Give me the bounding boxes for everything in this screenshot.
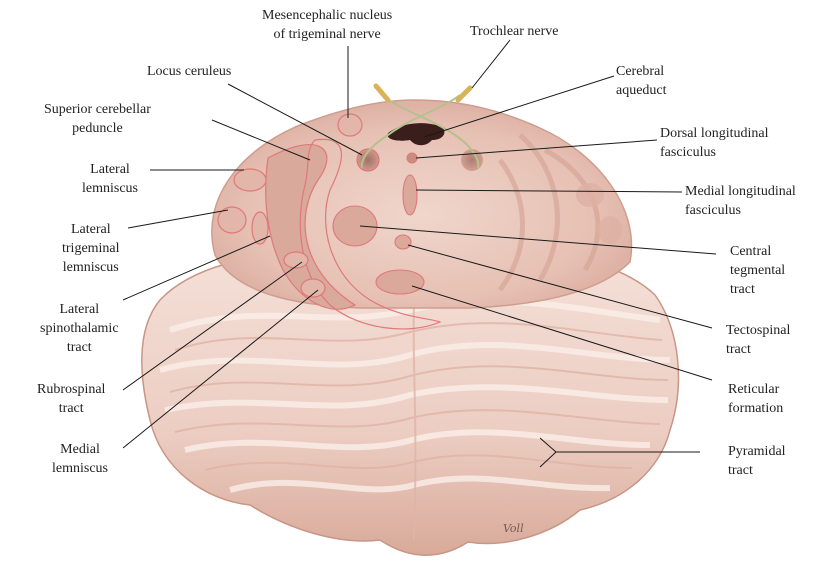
right-lateral-oval-1 bbox=[576, 183, 604, 207]
label-lateral-lemniscus: Lateral lemniscus bbox=[82, 160, 138, 198]
trochlear-nerve-stump-right bbox=[458, 88, 470, 100]
label-lateral-trigeminal-lemniscus: Lateral trigeminal lemniscus bbox=[62, 220, 120, 277]
artist-signature: Voll bbox=[503, 522, 524, 535]
label-tectospinal-tract: Tectospinal tract bbox=[726, 321, 790, 359]
label-central-tegmental-tract: Central tegmental tract bbox=[730, 242, 785, 299]
label-pyramidal-tract: Pyramidal tract bbox=[728, 442, 786, 480]
lateral-lemniscus-nucleus bbox=[234, 169, 266, 191]
reticular-formation-oval bbox=[376, 270, 424, 294]
dorsal-longitudinal-fasciculus-dot bbox=[407, 153, 417, 163]
central-tegmental-tract-oval bbox=[333, 206, 377, 246]
label-rubrospinal-tract: Rubrospinal tract bbox=[37, 380, 105, 418]
label-medial-longitudinal-fasciculus: Medial longitudinal fasciculus bbox=[685, 182, 796, 220]
label-lateral-spinothalamic-tract: Lateral spinothalamic tract bbox=[40, 300, 119, 357]
label-superior-cerebellar-peduncle: Superior cerebellar peduncle bbox=[44, 100, 151, 138]
right-lateral-oval-2 bbox=[598, 216, 622, 244]
label-mesencephalic-nucleus: Mesencephalic nucleus of trigeminal nerv… bbox=[262, 6, 392, 44]
label-locus-ceruleus: Locus ceruleus bbox=[147, 62, 231, 81]
rubrospinal-oval bbox=[284, 252, 308, 268]
trochlear-nerve-stump-left bbox=[376, 86, 388, 100]
label-dorsal-longitudinal-fasciculus: Dorsal longitudinal fasciculus bbox=[660, 124, 769, 162]
label-reticular-formation: Reticular formation bbox=[728, 380, 783, 418]
label-trochlear-nerve: Trochlear nerve bbox=[470, 22, 559, 41]
leader-trochlear bbox=[472, 40, 510, 88]
label-cerebral-aqueduct: Cerebral aqueduct bbox=[616, 62, 667, 100]
label-medial-lemniscus: Medial lemniscus bbox=[52, 440, 108, 478]
mesencephalic-nucleus-oval bbox=[338, 114, 362, 136]
medial-longitudinal-fasciculus-oval bbox=[403, 175, 417, 215]
locus-ceruleus-right bbox=[461, 149, 483, 171]
lateral-spinothalamic-oval bbox=[252, 212, 268, 244]
tectospinal-tract-oval bbox=[395, 235, 411, 249]
